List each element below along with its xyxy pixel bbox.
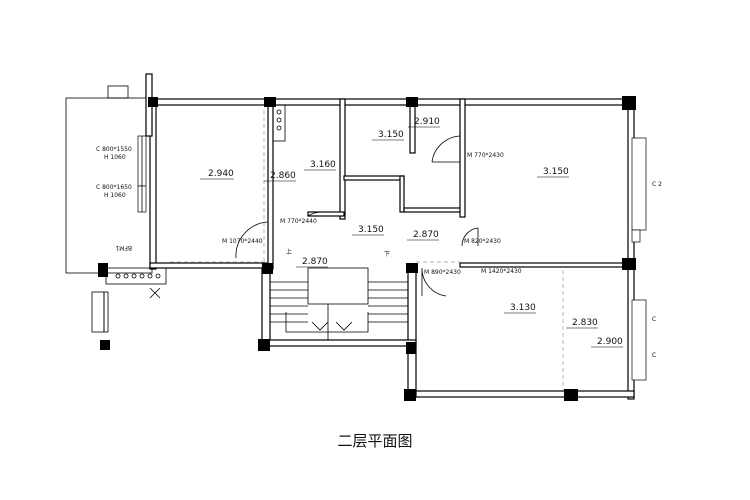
side-mark: BFM1	[115, 244, 132, 251]
stair-up-label: 上	[286, 248, 292, 256]
door-spec: M 1070*2440	[222, 238, 263, 245]
height-label: 2.910	[414, 117, 440, 127]
edge-mark: C	[652, 316, 656, 323]
spec-labels: C 800*1550 H 1060 C 800*1650 H 1060 M 77…	[96, 146, 522, 276]
stair-down-label: 下	[384, 251, 390, 258]
plan-title: 二层平面图	[337, 432, 413, 450]
right-windows	[631, 137, 647, 381]
door-swings	[235, 135, 479, 297]
door-spec: M 770*2440	[280, 218, 317, 225]
columns	[98, 96, 636, 401]
window-spec: C 800*1650	[96, 184, 132, 191]
stair-labels: 上 下	[286, 248, 390, 258]
edge-mark: C 2	[652, 181, 662, 188]
door-spec: M 770*2430	[467, 152, 504, 159]
dashed-lines	[170, 110, 564, 390]
height-label: 3.150	[378, 130, 404, 140]
height-label: 3.150	[358, 225, 384, 235]
height-label: 2.870	[413, 230, 439, 240]
height-label: 2.940	[208, 169, 234, 179]
window-spec: C 800*1550	[96, 146, 132, 153]
door-spec: M 890*2430	[424, 269, 461, 276]
side-label: BFM1	[115, 244, 132, 251]
door-spec: M 820*2430	[464, 238, 501, 245]
height-label: 3.160	[310, 160, 336, 170]
door-spec: M 1420*2430	[481, 268, 522, 275]
left-balcony	[65, 85, 153, 274]
height-label: 3.130	[510, 303, 536, 313]
height-label: 3.150	[543, 167, 569, 177]
height-label: 2.900	[597, 337, 623, 347]
window-spec: H 1060	[104, 154, 126, 161]
height-label: 2.860	[270, 171, 296, 181]
edge-mark: C	[652, 352, 656, 359]
edge-marks: C 2 C C	[652, 181, 662, 359]
room-heights: 2.940 2.860 3.160 3.150 2.910 3.150 3.15…	[200, 117, 623, 348]
kitchen-counter	[272, 104, 286, 142]
height-label: 2.870	[302, 257, 328, 267]
staircase	[270, 267, 408, 340]
left-lower-bay	[91, 267, 167, 333]
window-spec: H 1060	[104, 192, 126, 199]
walls	[145, 73, 635, 400]
height-label: 2.830	[572, 318, 598, 328]
